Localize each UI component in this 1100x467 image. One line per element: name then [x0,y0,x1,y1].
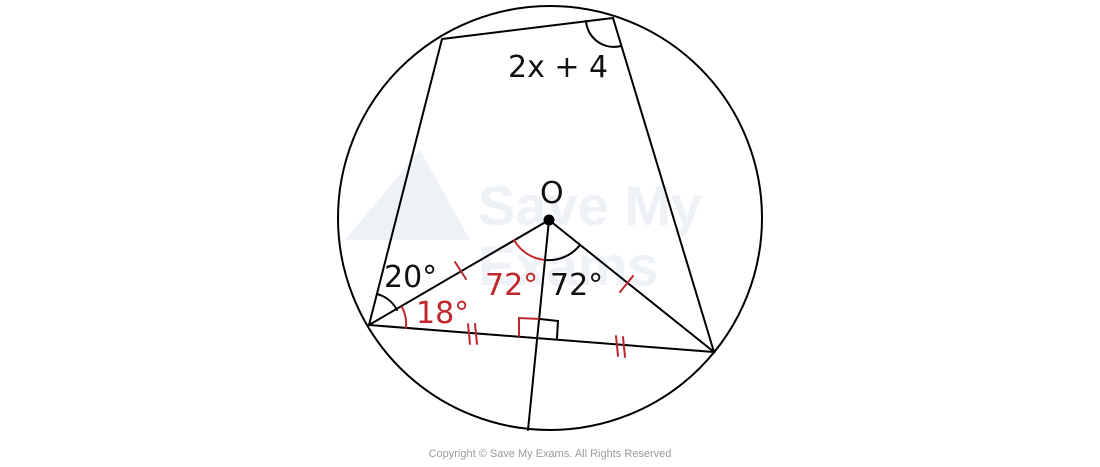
radius-left [368,219,550,326]
angle-72-left-arc [513,239,546,261]
radius-right [548,219,715,353]
double-tick-chord-left [467,323,478,345]
angle-72-right-arc [544,244,581,262]
center-point [543,214,555,226]
angle-18-label: 18° [416,296,469,331]
watermark-line1: Save My [478,174,702,237]
right-angle-marker-red [518,316,541,337]
top-angle-arc [585,20,622,48]
angle-20-arc [376,293,398,311]
tick-radius-right [619,275,634,293]
right-angle-marker-black [539,318,560,339]
watermark: Save My Exams [345,150,702,297]
copyright-notice: Copyright © Save My Exams. All Rights Re… [428,448,672,460]
angle-20-label: 20° [384,260,437,295]
double-tick-chord-right [615,335,626,358]
circle [337,5,763,431]
perpendicular-line [527,219,550,431]
angle-72-right-label: 72° [550,268,603,303]
top-angle-label: 2x + 4 [508,50,608,85]
angle-18-arc [401,306,408,329]
tick-radius-left [454,261,467,280]
center-label: O [540,176,564,211]
watermark-logo-icon [345,150,470,240]
angle-72-left-label: 72° [485,268,538,303]
